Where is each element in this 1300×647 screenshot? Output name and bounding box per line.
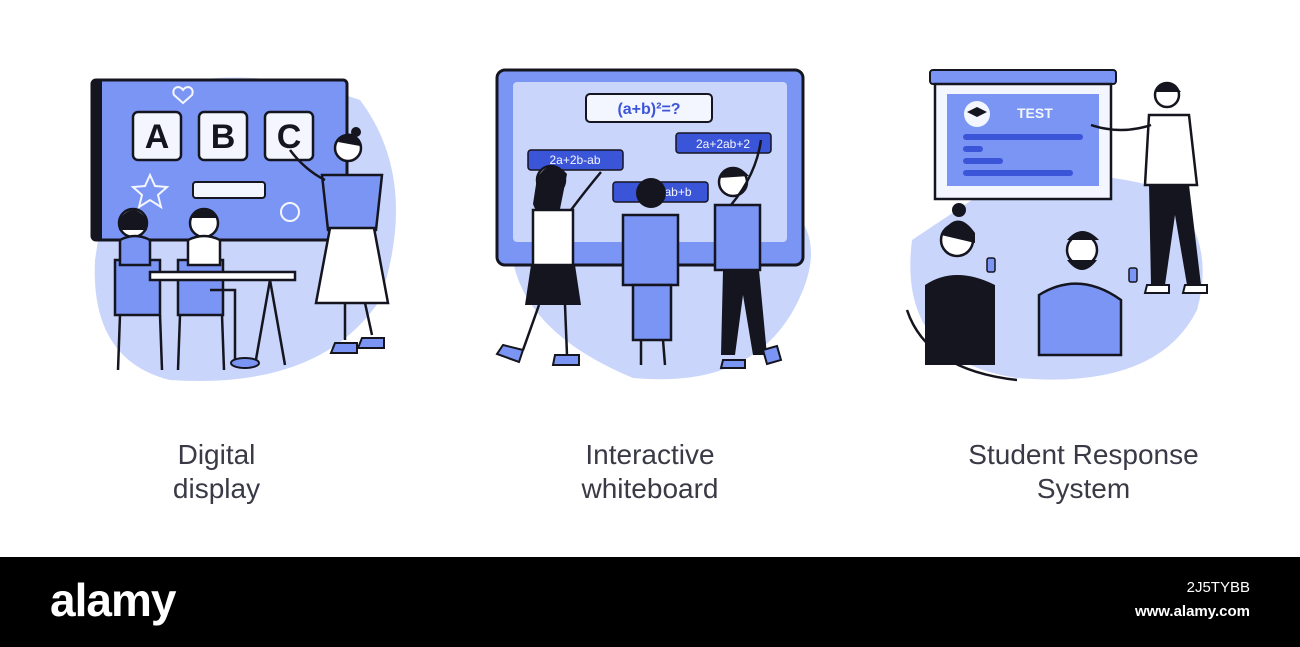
formula-middle: ab+b	[664, 185, 691, 199]
watermark-footer: alamy 2J5TYBB www.alamy.com	[0, 557, 1300, 647]
formula-question: (a+b)²=?	[617, 101, 680, 118]
formula-left: 2a+2b-ab	[549, 153, 600, 167]
sun-icon	[280, 202, 300, 222]
caption-digital-display: Digital display	[172, 439, 261, 504]
letter-a: A	[145, 118, 170, 156]
test-label: TEST	[1017, 105, 1053, 121]
panel-digital-display: A B C Digital	[0, 0, 433, 557]
formula-right: 2a+2ab+2	[696, 137, 750, 151]
caption-interactive-whiteboard: Interactive whiteboard	[581, 439, 719, 504]
letter-c: C	[277, 118, 302, 156]
image-id: 2J5TYBB	[1186, 579, 1250, 596]
panel-interactive-whiteboard: (a+b)²=? 2a+2b-ab 2a+2ab+2 ab+b Interact…	[433, 0, 867, 557]
interactive-whiteboard-illustration: (a+b)²=? 2a+2b-ab 2a+2ab+2 ab+b	[495, 68, 811, 380]
panel-student-response-system: TEST Student Response System	[867, 0, 1300, 557]
caption-student-response-system: Student Response System	[968, 439, 1199, 504]
heart-icon	[172, 86, 194, 105]
alamy-logo: alamy	[50, 574, 176, 626]
star-icon	[130, 172, 170, 210]
letter-b: B	[211, 118, 236, 156]
student-response-illustration: TEST	[905, 69, 1208, 382]
site-url: www.alamy.com	[1134, 603, 1250, 620]
digital-display-illustration: A B C	[90, 77, 397, 381]
